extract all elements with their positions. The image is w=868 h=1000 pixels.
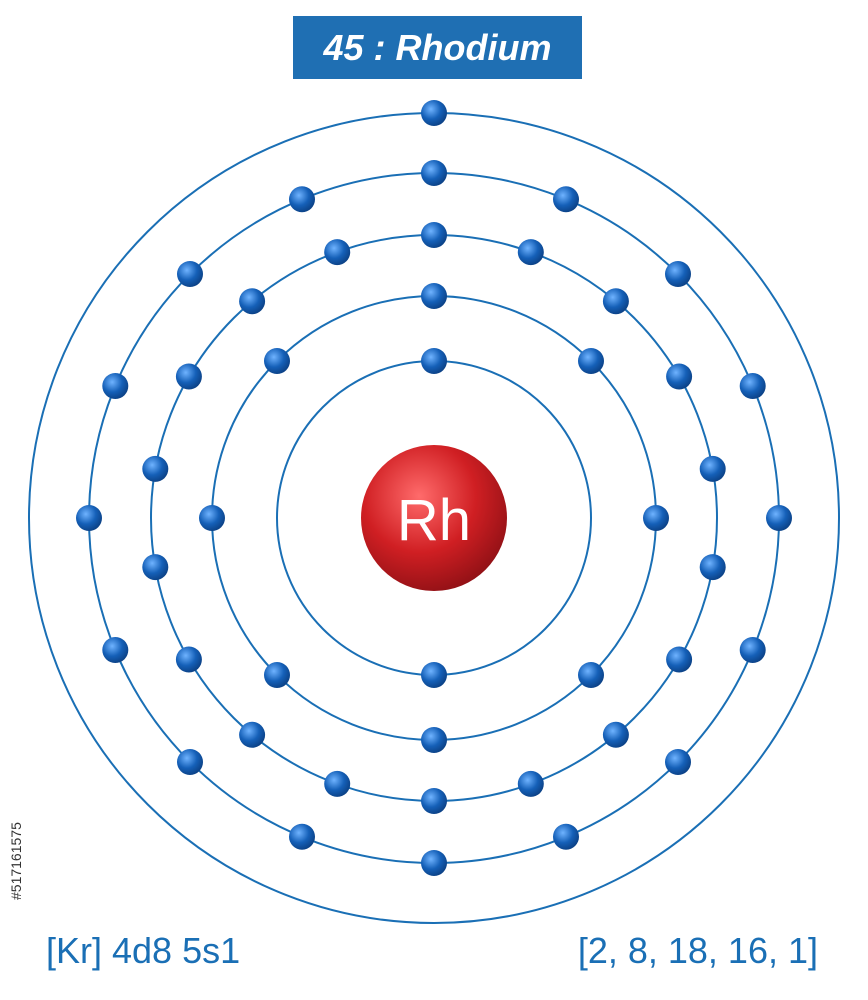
electron-shell-3 bbox=[324, 239, 351, 266]
electron-shell-4 bbox=[553, 823, 579, 850]
electrons bbox=[76, 100, 792, 876]
electron-shell-3 bbox=[175, 646, 202, 673]
electron-shell-4 bbox=[102, 637, 129, 663]
electron-shell-2 bbox=[578, 662, 604, 688]
electron-shell-3 bbox=[421, 222, 447, 248]
electron-shell-4 bbox=[739, 373, 766, 399]
electron-shell-2 bbox=[578, 348, 604, 374]
electron-shell-3 bbox=[517, 239, 544, 266]
electron-shell-2 bbox=[643, 505, 669, 531]
electron-shell-3 bbox=[239, 721, 266, 748]
electron-shell-3 bbox=[602, 721, 629, 748]
electron-shell-2 bbox=[421, 283, 447, 309]
electron-shell-4 bbox=[177, 749, 203, 775]
electron-shell-4 bbox=[421, 850, 447, 876]
shell-distribution: [2, 8, 18, 16, 1] bbox=[577, 930, 818, 971]
electron-shell-4 bbox=[289, 823, 315, 850]
electron-shell-4 bbox=[665, 749, 691, 775]
electron-shell-4 bbox=[766, 505, 792, 531]
electron-shell-2 bbox=[264, 662, 290, 688]
electron-shell-1 bbox=[421, 662, 447, 688]
electron-shell-3 bbox=[175, 363, 202, 390]
electron-shell-4 bbox=[421, 160, 447, 186]
electron-shell-3 bbox=[699, 455, 726, 482]
element-title: 45 : Rhodium bbox=[323, 26, 552, 68]
electron-shell-4 bbox=[553, 186, 579, 213]
electron-shell-3 bbox=[602, 288, 629, 315]
electron-shell-4 bbox=[289, 186, 315, 213]
electron-shell-3 bbox=[517, 770, 544, 797]
electron-shell-4 bbox=[665, 261, 691, 287]
electron-shell-2 bbox=[199, 505, 225, 531]
electron-shell-1 bbox=[421, 348, 447, 374]
element-symbol: Rh bbox=[397, 488, 471, 553]
electron-shell-3 bbox=[142, 455, 169, 482]
electron-configuration: [Kr] 4d8 5s1 bbox=[46, 930, 241, 971]
electron-shell-4 bbox=[177, 261, 203, 287]
electron-shell-4 bbox=[76, 505, 102, 531]
electron-shell-3 bbox=[666, 646, 693, 673]
electron-shell-3 bbox=[324, 770, 351, 797]
electron-shell-2 bbox=[264, 348, 290, 374]
electron-shell-3 bbox=[421, 788, 447, 814]
nucleus bbox=[361, 445, 507, 591]
electron-shell-3 bbox=[666, 363, 693, 390]
electron-shell-3 bbox=[699, 554, 726, 581]
title-banner: 45 : Rhodium bbox=[293, 16, 582, 79]
electron-shell-4 bbox=[739, 637, 766, 663]
electron-shell-3 bbox=[142, 554, 169, 581]
stock-id-watermark: #517161575 bbox=[8, 822, 24, 900]
electron-shell-2 bbox=[421, 727, 447, 753]
electron-shell-4 bbox=[102, 373, 129, 399]
electron-shell-5 bbox=[421, 100, 447, 126]
electron-shell-3 bbox=[239, 288, 266, 315]
